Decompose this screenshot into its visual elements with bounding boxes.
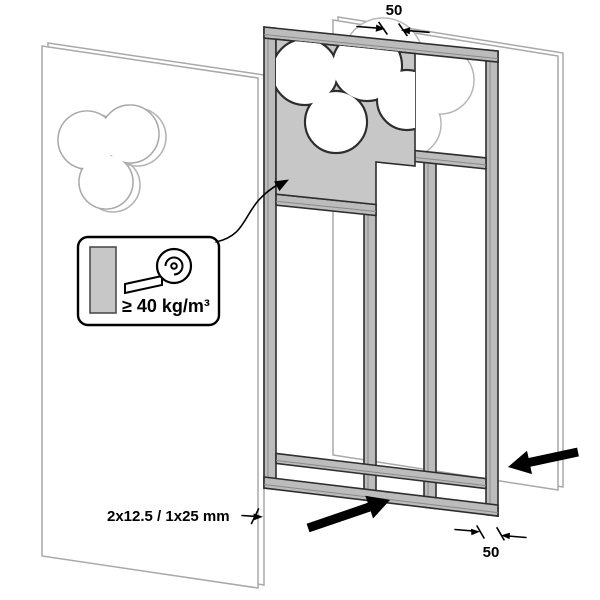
left-stud xyxy=(263,26,277,491)
stud-profile-lines xyxy=(267,30,491,514)
dim-bottom-label: 50 xyxy=(483,544,500,561)
insulation-callout: ≥ 40 kg/m³ xyxy=(76,179,289,327)
dim-top-arrowhead-right xyxy=(401,27,411,35)
middle-stud-1 xyxy=(363,202,377,503)
board-thickness-annotation: 2x12.5 / 1x25 mm xyxy=(107,508,263,525)
dim-bottom-50: 50 xyxy=(454,525,527,561)
dim-top-50: 50 xyxy=(356,2,430,37)
bottom-track xyxy=(263,476,499,518)
install-direction-arrow-right xyxy=(508,447,579,475)
board-spec-label: 2x12.5 / 1x25 mm xyxy=(107,508,230,525)
dim-top-arrowhead-left xyxy=(375,24,385,32)
front-panel-cutout xyxy=(57,104,167,213)
dim-top-label: 50 xyxy=(386,2,403,19)
callout-leader-arrow xyxy=(215,179,289,243)
install-direction-arrow-bottom xyxy=(306,495,390,533)
dim-bottom-arrowhead-right xyxy=(501,532,510,540)
right-stud xyxy=(485,49,499,517)
insulation-board-icon xyxy=(89,246,117,314)
insulation-roll-icon xyxy=(124,247,193,295)
dim-bottom-arrowhead-left xyxy=(471,528,480,536)
density-label: ≥ 40 kg/m³ xyxy=(122,296,210,316)
top-track xyxy=(263,26,499,63)
middle-stud-2 xyxy=(423,159,437,510)
